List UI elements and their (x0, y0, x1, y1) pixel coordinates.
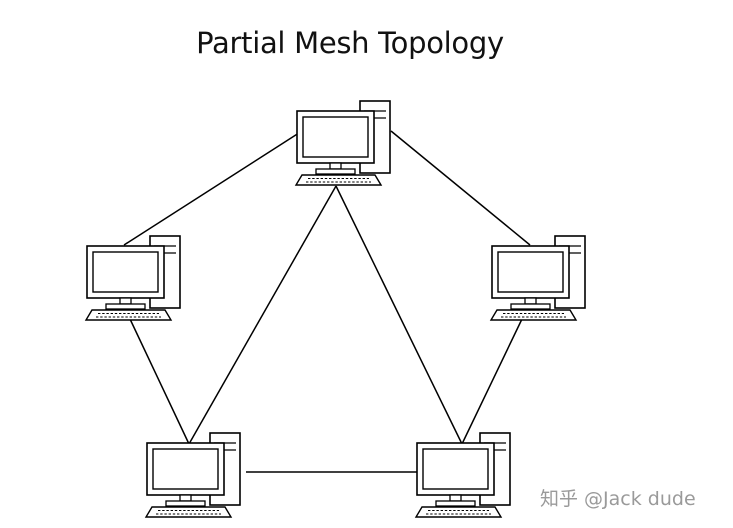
link-top-to-bottom-right (335, 185, 463, 445)
computer-node-top (295, 100, 391, 186)
link-top-to-left (123, 130, 303, 246)
link-left-to-bottom-left (129, 318, 190, 445)
computer-node-right (490, 235, 586, 321)
link-top-to-bottom-left (188, 185, 337, 445)
link-top-to-right (390, 130, 531, 246)
watermark: 知乎 @Jack dude (540, 488, 696, 510)
link-right-to-bottom-right (461, 318, 523, 445)
diagram-title: Partial Mesh Topology (196, 26, 504, 60)
computer-node-bottom-left (145, 432, 241, 518)
links-layer (123, 130, 531, 473)
computer-node-left (85, 235, 181, 321)
computer-node-bottom-right (415, 432, 511, 518)
